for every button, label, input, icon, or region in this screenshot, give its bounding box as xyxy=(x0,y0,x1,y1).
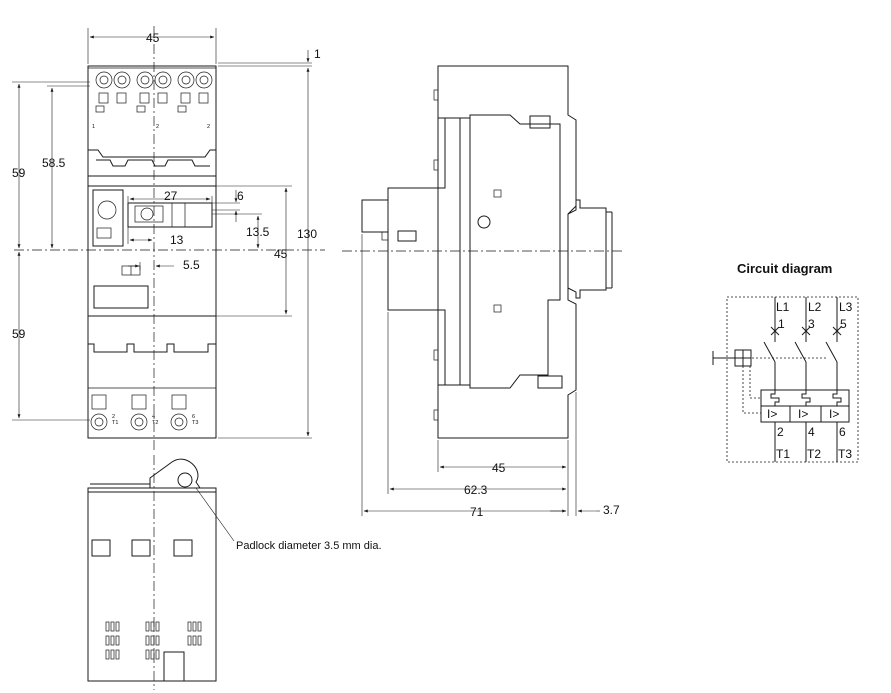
dim-upper-height-label: 59 xyxy=(12,166,26,180)
front-body xyxy=(87,185,217,317)
dim-width-label: 45 xyxy=(146,31,160,45)
side-dimensions: 45 62.3 71 3.7 xyxy=(361,234,620,519)
dim-knob-center-label: 13 xyxy=(170,233,184,247)
trip-symbol-3: I> xyxy=(829,407,839,421)
line-number-1: 1 xyxy=(778,317,785,331)
dim-mid-height-label: 45 xyxy=(274,247,288,261)
front-dimensions: 45 1 59 58.5 59 130 45 27 6 13.5 13 5.5 xyxy=(12,28,321,439)
load-number-4: 4 xyxy=(808,425,815,439)
top-terminal-number: 1 xyxy=(92,124,95,130)
top-terminal-number: 2 xyxy=(207,124,210,130)
load-label-T3: T3 xyxy=(838,447,852,461)
side-view: 45 62.3 71 3.7 xyxy=(342,65,625,519)
dim-indicator-label: 5.5 xyxy=(183,258,200,272)
bottom-view: Padlock diameter 3.5 mm dia. xyxy=(87,455,382,690)
load-label-T2: T2 xyxy=(807,447,821,461)
dim-knob-small-label: 6 xyxy=(237,189,244,203)
front-view: 1 2 2 xyxy=(12,26,325,450)
trip-symbol-1: I> xyxy=(767,407,777,421)
line-label-L1: L1 xyxy=(776,300,790,314)
top-terminal-number: 2 xyxy=(156,124,159,130)
dim-knob-width-label: 27 xyxy=(164,189,178,203)
dim-depth-1-label: 45 xyxy=(492,461,506,475)
padlock-note: Padlock diameter 3.5 mm dia. xyxy=(236,540,382,552)
circuit-diagram: Circuit diagram L1 L2 L3 1 3 5 xyxy=(712,261,859,463)
line-number-3: 3 xyxy=(808,317,815,331)
dim-rail-label: 3.7 xyxy=(603,503,620,517)
trip-symbol-2: I> xyxy=(798,407,808,421)
dim-total-height-label: 130 xyxy=(297,227,317,241)
dim-top-offset-label: 1 xyxy=(314,47,321,61)
dim-knob-offset-label: 13.5 xyxy=(246,225,270,239)
load-number-6: 6 xyxy=(839,425,846,439)
line-number-5: 5 xyxy=(840,317,847,331)
line-label-L3: L3 xyxy=(839,300,853,314)
circuit-diagram-title: Circuit diagram xyxy=(737,261,832,276)
dim-lower-height-label: 59 xyxy=(12,327,26,341)
line-label-L2: L2 xyxy=(808,300,822,314)
dim-depth-3-label: 71 xyxy=(470,505,484,519)
load-label-T1: T1 xyxy=(776,447,790,461)
top-terminal-block: 1 2 2 xyxy=(87,65,217,187)
dim-inner-height-label: 58.5 xyxy=(42,156,66,170)
dim-depth-2-label: 62.3 xyxy=(464,483,488,497)
load-number-2: 2 xyxy=(777,425,784,439)
